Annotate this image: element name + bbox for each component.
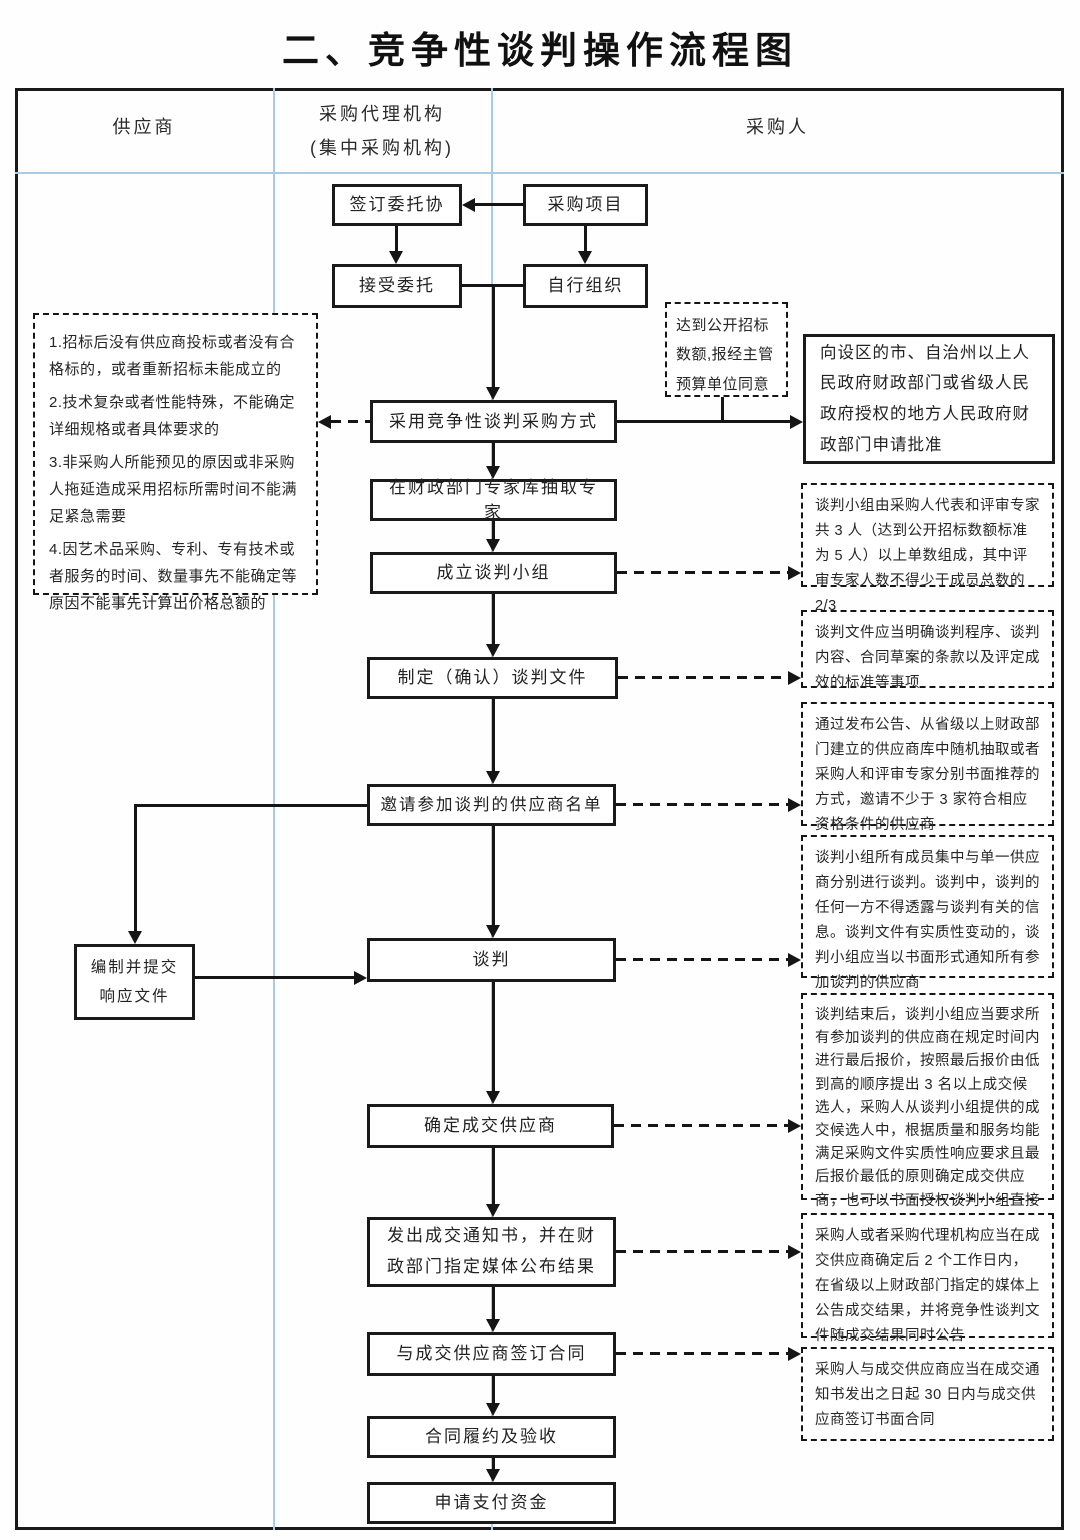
arrowhead-right-icon bbox=[788, 1245, 801, 1259]
arrowhead-down-icon bbox=[486, 644, 500, 657]
arrowhead-down-icon bbox=[578, 251, 592, 264]
arrowhead-down-icon bbox=[486, 539, 500, 552]
condition-item-3: 3.非采购人所能预见的原因或非采购人拖延造成采用招标所需时间不能满足紧急需要 bbox=[49, 454, 298, 525]
node-prepare-response-line2: 响应文件 bbox=[99, 988, 170, 1005]
node-determine-supplier: 确定成交供应商 bbox=[367, 1104, 614, 1148]
connector-invite-to-negotiate bbox=[492, 826, 495, 925]
arrowhead-down-icon bbox=[486, 925, 500, 938]
connector-invite-to-response-h bbox=[134, 804, 367, 807]
node-adopt-method: 采用竞争性谈判采购方式 bbox=[370, 400, 617, 443]
connector-experts-to-team bbox=[492, 521, 495, 539]
connector-response-to-negotiate bbox=[195, 976, 354, 979]
node-prepare-documents: 制定（确认）谈判文件 bbox=[367, 657, 618, 699]
arrowhead-right-icon bbox=[788, 953, 801, 967]
connector-team-to-note bbox=[617, 571, 788, 574]
arrowhead-down-icon bbox=[486, 466, 500, 479]
arrowhead-right-icon bbox=[788, 671, 801, 685]
arrowhead-down-icon bbox=[486, 1403, 500, 1416]
arrowhead-left-icon bbox=[318, 415, 331, 429]
node-invite-suppliers: 邀请参加谈判的供应商名单 bbox=[367, 784, 616, 826]
connector-adopt-to-experts bbox=[492, 443, 495, 466]
lane-header-agency-line1: 采购代理机构 bbox=[319, 104, 445, 124]
table-border bbox=[15, 88, 1064, 1530]
connector-contract-to-perform bbox=[492, 1376, 495, 1403]
connector-adopt-to-approval bbox=[617, 420, 790, 423]
arrowhead-right-icon bbox=[788, 1119, 801, 1133]
arrowhead-down-icon bbox=[486, 1091, 500, 1104]
lane-divider-left bbox=[273, 88, 275, 1530]
lane-header-agency: 采购代理机构 (集中采购机构) bbox=[273, 100, 491, 160]
node-negotiate: 谈判 bbox=[367, 938, 616, 982]
node-apply-payment: 申请支付资金 bbox=[367, 1482, 616, 1524]
arrowhead-down-icon bbox=[128, 931, 142, 944]
connector-invite-to-note bbox=[616, 803, 788, 806]
node-extract-experts: 在财政部门专家库抽取专家 bbox=[370, 478, 617, 522]
lane-header-purchaser: 采购人 bbox=[746, 117, 809, 137]
node-self-organize: 自行组织 bbox=[523, 264, 648, 308]
connector-notice-to-note bbox=[616, 1250, 788, 1253]
lane-header-agency-line2: (集中采购机构) bbox=[310, 138, 454, 158]
arrowhead-right-icon bbox=[788, 1347, 801, 1361]
node-apply-approval: 向设区的市、自治州以上人民政府财政部门或省级人民政府授权的地方人民政府财政部门申… bbox=[803, 334, 1055, 464]
arrowhead-down-icon bbox=[389, 251, 403, 264]
arrowhead-right-icon bbox=[788, 566, 801, 580]
header-divider bbox=[15, 172, 1064, 174]
node-accept-entrustment: 接受委托 bbox=[332, 264, 462, 308]
connector-documents-to-invite bbox=[492, 699, 495, 771]
connector-join-to-adopt bbox=[492, 284, 495, 387]
connector-determine-to-note bbox=[614, 1124, 788, 1127]
connector-notice-to-contract bbox=[492, 1287, 495, 1319]
node-perform-contract: 合同履约及验收 bbox=[367, 1416, 616, 1458]
note-contract-deadline: 采购人与成交供应商应当在成交通知书发出之日起 30 日内与成交供应商签订书面合同 bbox=[801, 1347, 1054, 1441]
arrowhead-down-icon bbox=[486, 387, 500, 400]
lane-header-supplier: 供应商 bbox=[112, 117, 176, 137]
condition-item-4: 4.因艺术品采购、专利、专有技术或者服务的时间、数量事先不能确定等原因不能事先计… bbox=[49, 541, 298, 612]
connector-determine-to-notice bbox=[492, 1148, 495, 1204]
page-title: 二、竞争性谈判操作流程图 bbox=[282, 30, 798, 71]
arrowhead-down-icon bbox=[486, 1319, 500, 1332]
arrowhead-down-icon bbox=[486, 1204, 500, 1217]
condition-item-2: 2.技术复杂或者性能特殊，不能确定详细规格或者具体要求的 bbox=[49, 394, 296, 438]
arrowhead-down-icon bbox=[486, 1469, 500, 1482]
arrowhead-right-icon bbox=[354, 971, 367, 985]
connector-project-to-self bbox=[584, 226, 587, 251]
connector-invite-to-response-v bbox=[134, 804, 137, 931]
connector-documents-to-note bbox=[618, 676, 788, 679]
connector-project-to-sign bbox=[475, 203, 523, 206]
arrowhead-right-icon bbox=[788, 798, 801, 812]
node-prepare-response-line1: 编制并提交 bbox=[90, 958, 179, 976]
connector-team-to-documents bbox=[492, 594, 495, 644]
note-award-rules: 谈判结束后，谈判小组应当要求所有参加谈判的供应商在规定时间内进行最后报价，按照最… bbox=[801, 993, 1054, 1232]
note-open-tender-threshold: 达到公开招标数额,报经主管预算单位同意 bbox=[665, 302, 788, 397]
node-sign-agreement: 签订委托协 bbox=[332, 184, 462, 226]
connector-contract-to-note bbox=[616, 1352, 788, 1355]
connector-sign-to-accept bbox=[395, 226, 398, 251]
connector-adopt-to-conditions bbox=[331, 420, 370, 423]
node-sign-contract: 与成交供应商签订合同 bbox=[367, 1332, 616, 1376]
note-document-content: 谈判文件应当明确谈判程序、谈判内容、合同草案的条款以及评定成效的标准等事项 bbox=[801, 610, 1054, 691]
arrowhead-down-icon bbox=[486, 771, 500, 784]
note-negotiation-rules: 谈判小组所有成员集中与单一供应商分别进行谈判。谈判中，谈判的任何一方不得透露与谈… bbox=[801, 835, 1054, 991]
condition-item-1: 1.招标后没有供应商投标或者没有合格标的，或者重新招标未能成立的 bbox=[49, 334, 296, 378]
connector-threshold-to-line bbox=[721, 397, 724, 421]
note-announce-result: 采购人或者采购代理机构应当在成交供应商确定后 2 个工作日内，在省级以上财政部门… bbox=[801, 1213, 1054, 1344]
connector-perform-to-payment bbox=[492, 1458, 495, 1469]
node-prepare-response: 编制并提交 响应文件 bbox=[74, 944, 195, 1020]
note-invite-method: 通过发布公告、从省级以上财政部门建立的供应商库中随机抽取或者采购人和评审专家分别… bbox=[801, 702, 1054, 833]
connector-negotiate-to-determine bbox=[492, 982, 495, 1091]
note-team-composition: 谈判小组由采购人代表和评审专家共 3 人（达到公开招标数额标准为 5 人）以上单… bbox=[801, 483, 1054, 614]
node-form-team: 成立谈判小组 bbox=[370, 552, 617, 594]
arrowhead-left-icon bbox=[462, 198, 475, 212]
note-conditions: 1.招标后没有供应商投标或者没有合格标的，或者重新招标未能成立的 2.技术复杂或… bbox=[33, 313, 318, 612]
node-procurement-project: 采购项目 bbox=[523, 184, 648, 226]
node-issue-notice: 发出成交通知书，并在财政部门指定媒体公布结果 bbox=[367, 1217, 616, 1287]
connector-negotiate-to-note bbox=[616, 958, 788, 961]
arrowhead-right-icon bbox=[790, 415, 803, 429]
